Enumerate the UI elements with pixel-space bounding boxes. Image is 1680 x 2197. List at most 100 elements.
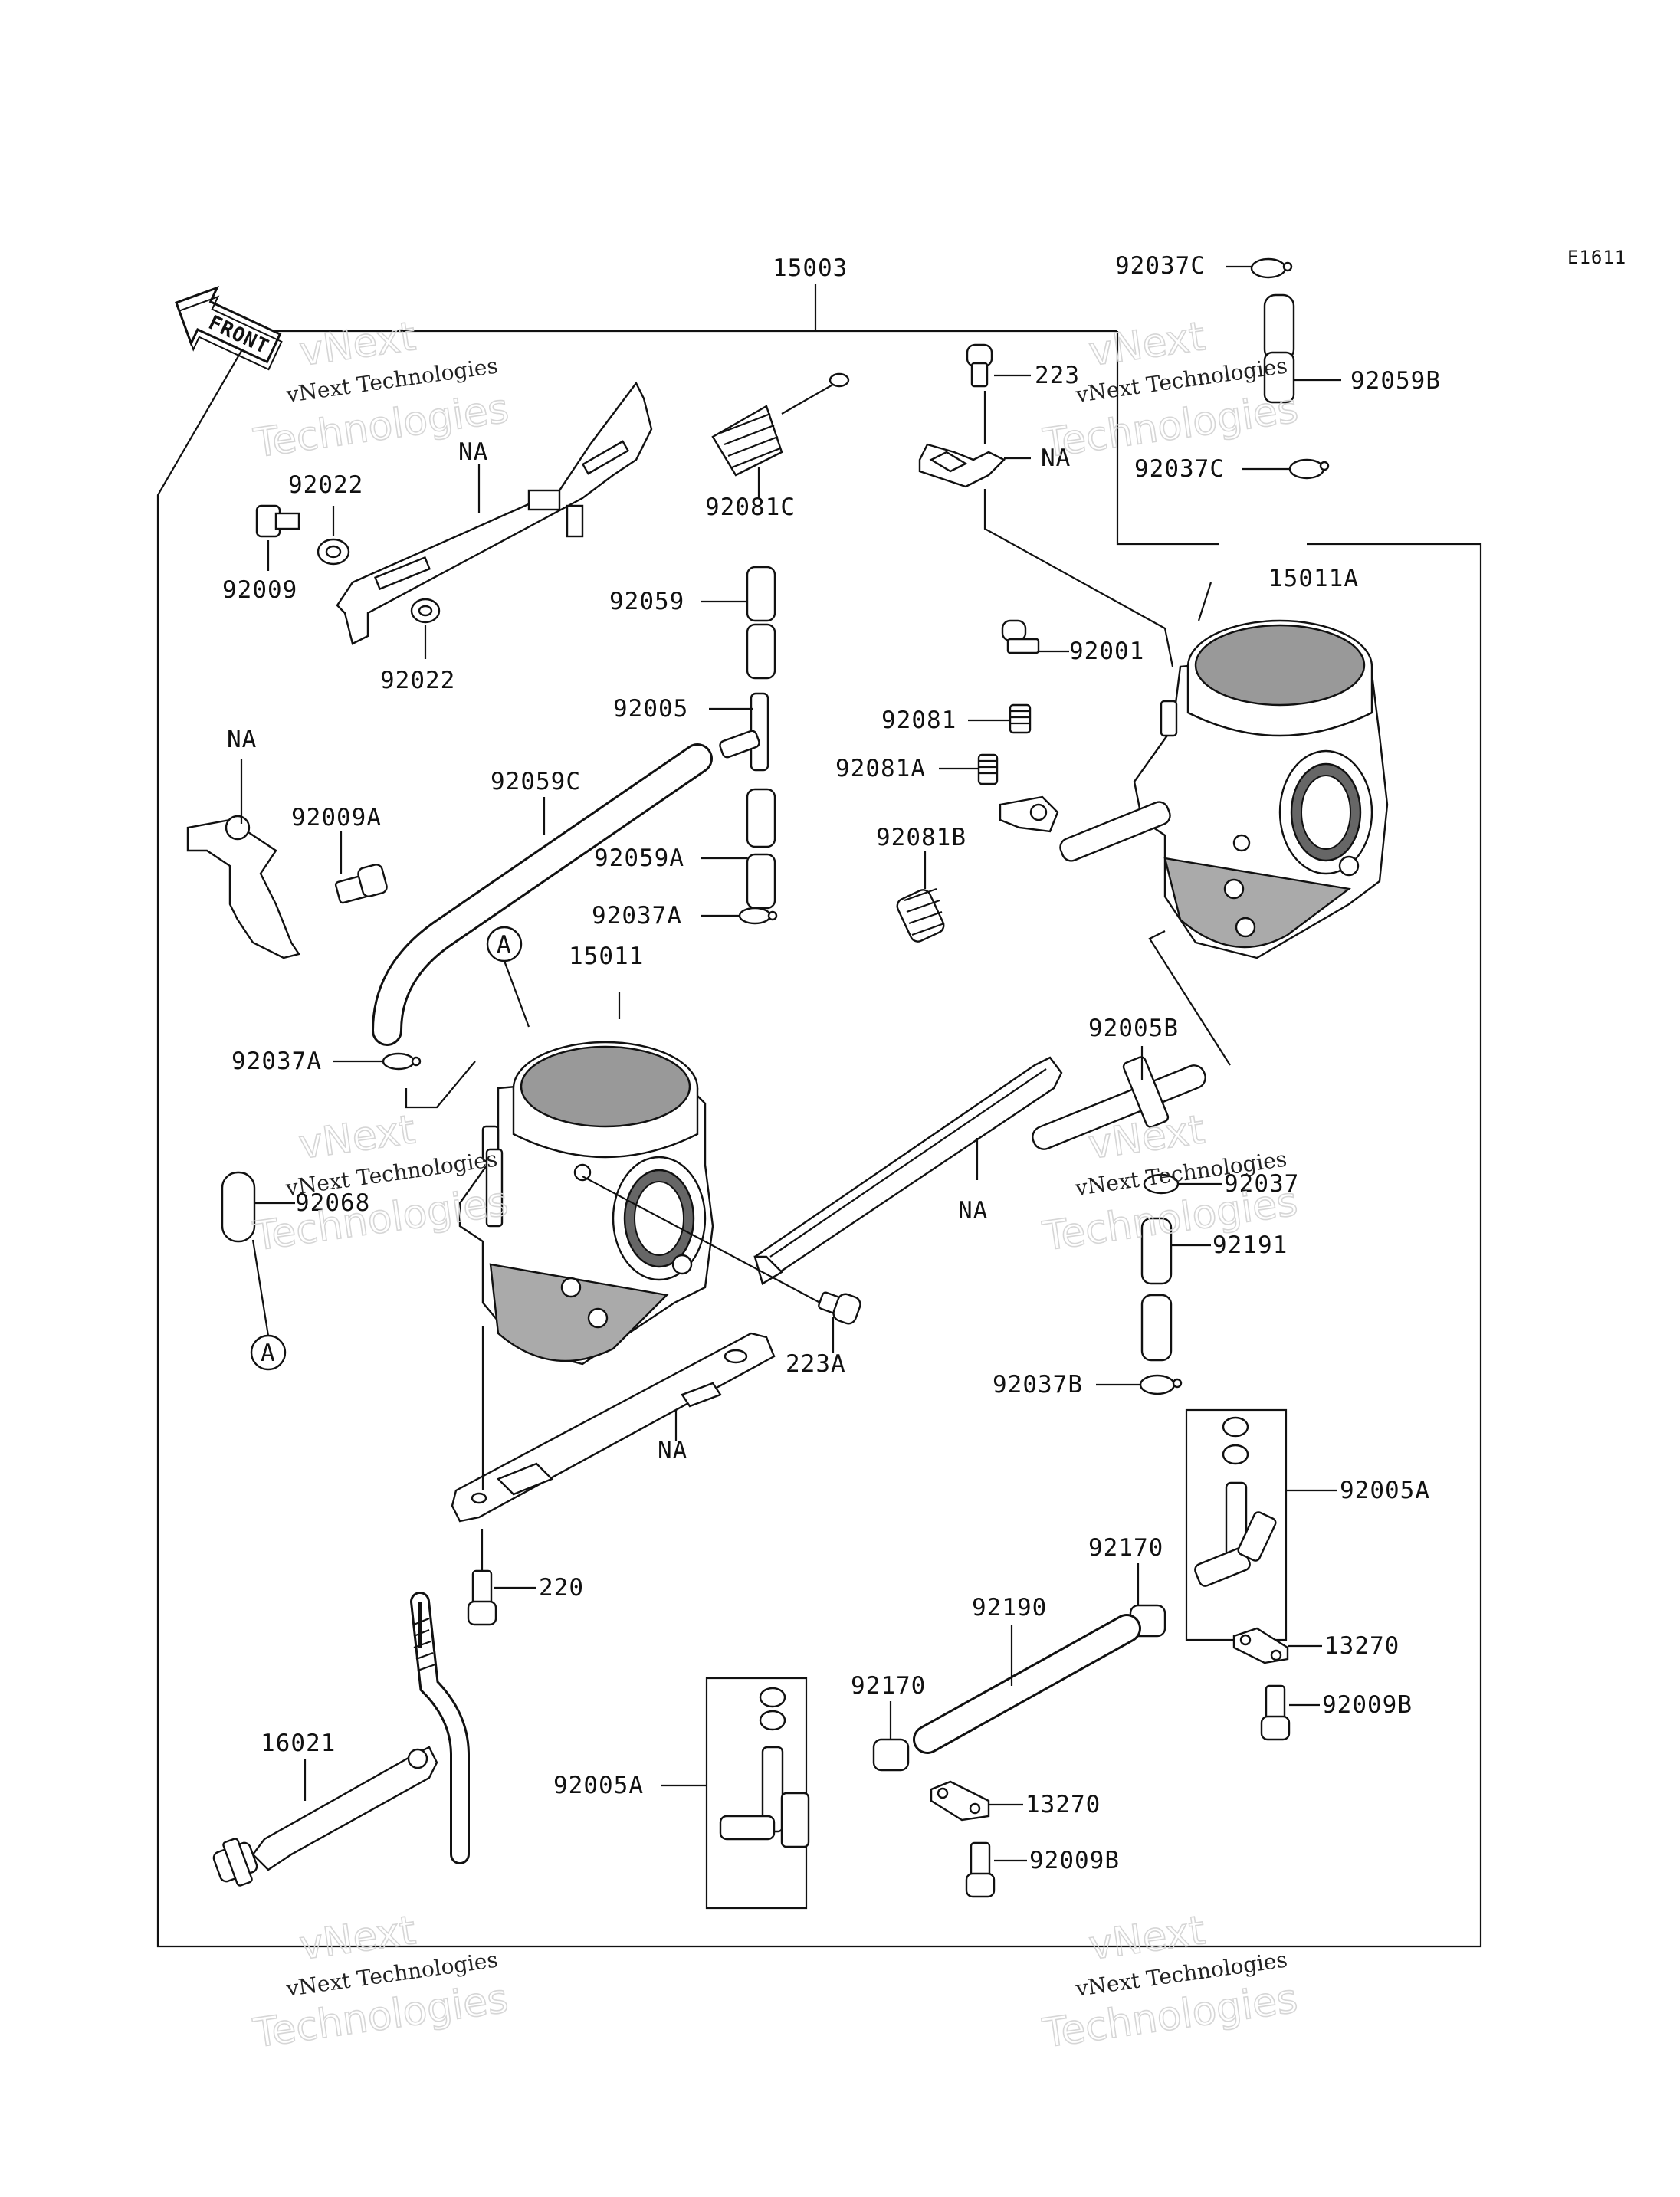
choke-link-plate [336, 381, 653, 645]
spring-92081b [896, 887, 945, 943]
hose-92190-inner [915, 1616, 1139, 1752]
hose-92059 [746, 566, 776, 680]
label-92022-bottom: 92022 [380, 667, 455, 694]
bracket-na-right [918, 443, 1006, 488]
choke-shaft-right [999, 795, 1171, 862]
diagram-code: E1611 [1567, 247, 1626, 268]
label-92005: 92005 [613, 695, 688, 723]
screw-92009a [334, 864, 388, 904]
watermark-bottom-right: vNext Technologies vNext Technologies [1039, 1907, 1301, 2058]
joint-92005 [719, 692, 769, 772]
label-16021: 16021 [261, 1730, 336, 1757]
link-na-mid [753, 1056, 1063, 1285]
screw-92009b-left [965, 1841, 996, 1898]
label-92059a: 92059A [594, 844, 684, 872]
carburetor-15011a [1133, 619, 1389, 959]
label-92009a: 92009A [291, 804, 382, 831]
plate-13270-left [930, 1780, 990, 1822]
leader-92005b-carb [1148, 930, 1231, 1066]
assembly-outline-step [1116, 331, 1219, 546]
label-callout-a-top: A [497, 931, 512, 959]
label-92081a: 92081A [835, 755, 926, 782]
label-223: 223 [1035, 362, 1080, 389]
label-92037a-mid: 92037A [592, 902, 682, 930]
clip-92170-left [872, 1738, 910, 1772]
label-na-bottom: NA [658, 1437, 687, 1464]
label-15003: 15003 [773, 254, 848, 282]
label-15011: 15011 [569, 943, 644, 970]
clamp-92037b [1139, 1374, 1183, 1395]
clamp-92037a-left [382, 1052, 422, 1071]
assembly-outline [156, 330, 1482, 1948]
label-92005b: 92005B [1088, 1015, 1179, 1042]
front-arrow-icon: FRONT [175, 286, 283, 371]
label-92059c: 92059C [491, 768, 581, 795]
leader-bracket-to-carb [983, 489, 1174, 667]
spring-92081a [977, 753, 999, 785]
joint-92005b [1032, 1056, 1206, 1150]
bracket-na-left [186, 815, 300, 959]
label-92037a-left: 92037A [231, 1048, 322, 1075]
bracket-line-92037a [405, 1061, 476, 1109]
screw-223a [818, 1291, 861, 1325]
label-92068: 92068 [295, 1189, 370, 1217]
label-92037c-mid: 92037C [1134, 455, 1225, 483]
leader-screw-223a [582, 1176, 821, 1303]
label-callout-a-bottom: A [261, 1340, 276, 1367]
screw-92001 [1001, 619, 1040, 654]
label-92009b-left: 92009B [1029, 1847, 1120, 1874]
hose-92191 [1140, 1217, 1173, 1362]
label-92081b: 92081B [876, 824, 966, 851]
clamp-92037c-mid [1288, 458, 1330, 480]
label-92191: 92191 [1212, 1231, 1288, 1259]
bolt-92009 [255, 504, 300, 538]
screw-220 [467, 1569, 497, 1626]
leader-callout-a-top [503, 960, 530, 1028]
hose-92059a [746, 788, 776, 910]
label-92037: 92037 [1224, 1170, 1299, 1198]
watermark-bottom-left: vNext Technologies vNext Technologies [250, 1907, 512, 2058]
hose-92059b [1263, 293, 1295, 404]
label-13270-left: 13270 [1025, 1791, 1101, 1818]
tube-92059c-inner [374, 746, 710, 1044]
label-15011a: 15011A [1268, 565, 1359, 592]
label-na-left: NA [227, 726, 257, 753]
screw-223 [966, 343, 993, 388]
label-92005a-right: 92005A [1340, 1477, 1430, 1504]
label-92037b: 92037B [993, 1371, 1083, 1399]
label-na-bracket-right: NA [1041, 444, 1071, 472]
fitting-92005a-left [719, 1687, 810, 1848]
label-92059b: 92059B [1350, 367, 1441, 395]
label-na-link-top: NA [458, 438, 488, 466]
label-92081: 92081 [881, 707, 956, 734]
carburetor-15011 [458, 1041, 714, 1366]
label-92081c: 92081C [705, 494, 796, 521]
label-92009: 92009 [222, 576, 297, 604]
label-223a: 223A [786, 1350, 846, 1378]
label-92190: 92190 [972, 1594, 1047, 1622]
label-92170-right: 92170 [1088, 1534, 1163, 1562]
label-13270-right: 13270 [1324, 1632, 1399, 1660]
label-92059: 92059 [609, 588, 684, 615]
spring-92081 [1009, 703, 1032, 734]
leader-callout-a-bottom [251, 1239, 270, 1336]
cap-92068 [221, 1171, 256, 1243]
cable-16021 [212, 1592, 470, 1887]
screw-92009b-right [1260, 1684, 1291, 1741]
watermark-mid-left: vNext Technologies vNext Technologies [250, 1107, 512, 1261]
clamp-92037c-top [1250, 257, 1293, 279]
leader-15011a [1197, 582, 1212, 621]
washer-92022-bottom [410, 598, 441, 624]
plate-na-bottom [451, 1332, 776, 1523]
label-92170-left: 92170 [851, 1672, 926, 1700]
label-na-mid: NA [958, 1197, 988, 1225]
label-220: 220 [539, 1574, 584, 1602]
label-92009b-right: 92009B [1322, 1691, 1413, 1719]
plate-13270-right [1232, 1627, 1289, 1664]
label-92001: 92001 [1069, 638, 1144, 665]
washer-92022-top [317, 538, 350, 566]
label-92022-top: 92022 [288, 471, 363, 499]
fitting-92005a-right [1194, 1416, 1277, 1587]
label-92037c-top: 92037C [1115, 252, 1206, 280]
